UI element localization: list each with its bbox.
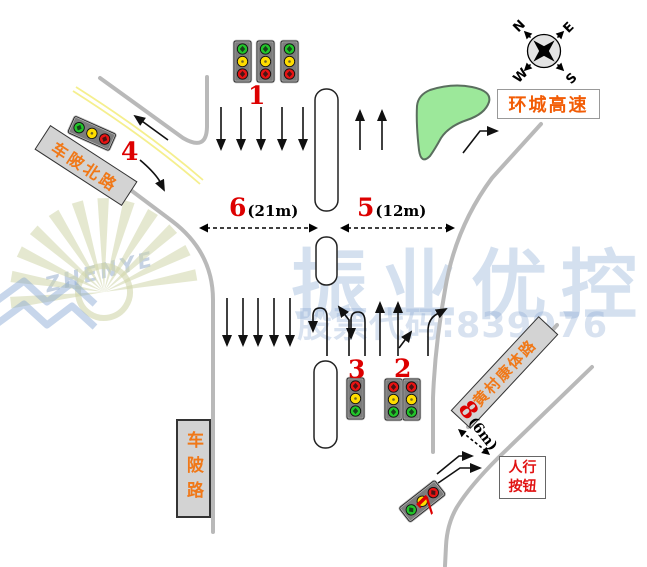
road-edge-west-main [62,138,215,534]
signal-head-1c [279,39,300,84]
compass-label-e: E [561,20,578,37]
road-label-chebei: 车陂路 [176,419,211,518]
compass-star-ew [533,40,555,62]
signal-head-7 [398,479,446,523]
watermark-logo-fan [10,198,198,321]
compass-arrows [523,30,565,72]
movement-4-number: 4 [121,137,139,166]
right-turn-arrow [427,308,448,356]
compass-label-w: W [511,66,532,87]
median-island-south [313,360,338,449]
median-island-north [314,88,339,212]
movement-1-number: 1 [248,81,266,110]
median-island-center [315,236,338,286]
road-edge-east-ramp [431,122,543,454]
movement-3-number: 3 [348,355,366,384]
road-edge-southeast-outer [443,365,594,567]
yellow-center-line [72,86,204,185]
pedestrian-button-label: 人行 按钮 [499,456,546,499]
southbound-lane-arrows [216,107,308,151]
movement-5-measurement: (12m) [375,202,427,220]
measurement-arrowheads [199,223,490,455]
signal-head-2a [383,377,404,422]
movement-5-number: 5 [357,193,375,222]
measure-6-label: 6 (21m) [229,195,298,220]
signal-head-4 [67,115,117,152]
road-label-expressway: 环城高速 [497,89,600,119]
signal-head-3 [345,376,366,421]
northbound-exit-arrows [355,109,387,150]
pedestrian-button-label-line1: 人行 [508,459,537,476]
road-edge-northwest-upper [98,75,209,145]
uturn-arrow-2 [346,311,366,356]
pedestrian-crossing-arrows [427,451,482,491]
movement-6-number: 6 [229,193,247,222]
watermark-logo-zigzag [0,277,98,330]
left-turn-arrow [337,305,350,356]
straight-right-branch-arrow [398,330,413,349]
pedestrian-button-label-line2: 按钮 [508,478,537,495]
ramp-exit-arrow [462,126,499,154]
measurement-arrows [206,227,487,452]
green-island [415,84,491,161]
flow-arrows [133,107,499,491]
uturn-arrow [308,307,328,356]
signal-head-1b [255,39,276,84]
movement-6-measurement: (21m) [247,202,299,220]
movement-2-number: 2 [394,354,412,383]
signal-head-1a [232,39,253,84]
median-islands [313,88,339,449]
south-approach-lane-arrows [222,298,448,356]
measure-5-label: 5 (12m) [357,195,426,220]
signal-head-2b [401,377,422,422]
northwest-road-arrows [133,114,169,192]
traffic-signals-layer [67,39,446,523]
compass-label-s: S [563,70,580,87]
